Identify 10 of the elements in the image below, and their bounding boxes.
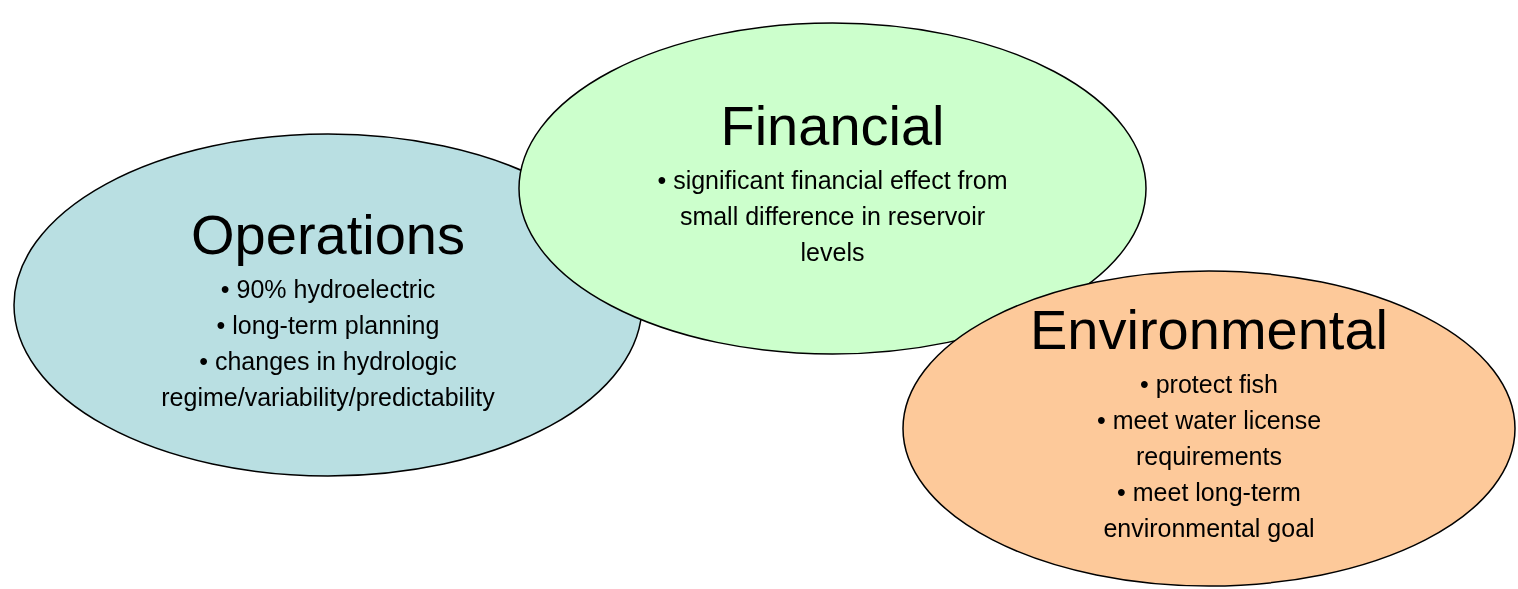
ellipse-heading: Financial [720, 94, 945, 158]
bullet-text: • long-term planning [216, 310, 440, 341]
bullet-text: • meet long-term environmental goal [1102, 477, 1316, 544]
ellipse-heading: Operations [191, 203, 465, 267]
ellipse-heading: Environmental [1030, 298, 1388, 362]
bullet-text: • significant financial effect from small difference in reservoir levels [656, 165, 1009, 268]
bullet-text: • changes in hydrologic regime/variability/predictability [160, 346, 496, 413]
bullet-text: • 90% hydroelectric [220, 274, 436, 305]
bullet-text: • meet water license requirements [1095, 405, 1323, 472]
bullet-text: • protect fish [1140, 369, 1278, 400]
